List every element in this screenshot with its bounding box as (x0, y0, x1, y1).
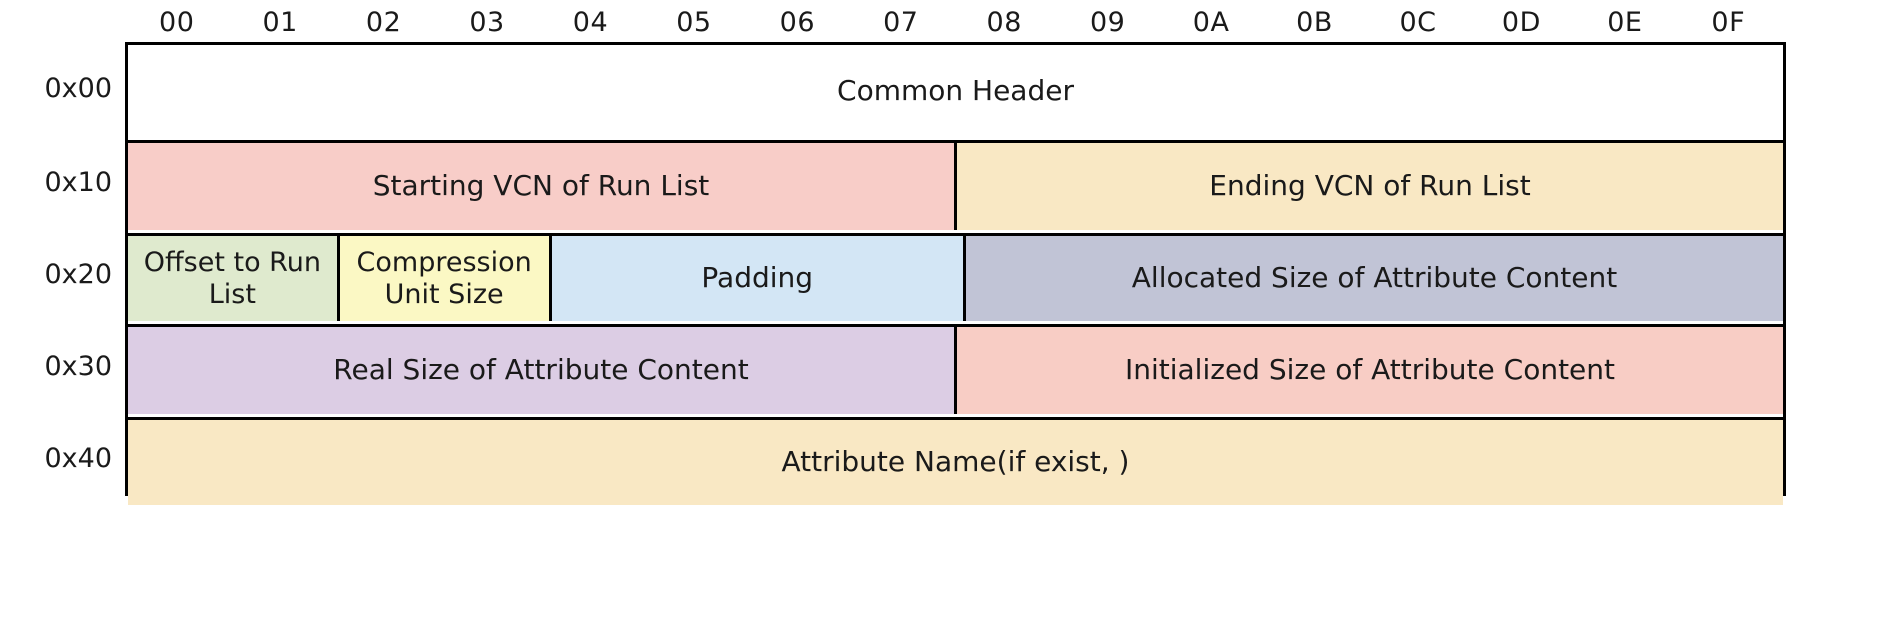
column-header-0B: 0B (1296, 6, 1333, 38)
column-header-09: 09 (1089, 6, 1126, 38)
field-cell-initialized-size-of-attribute-content: Initialized Size of Attribute Content (954, 327, 1783, 414)
column-header-00: 00 (159, 6, 195, 38)
row-label-0x40: 0x40 (44, 442, 112, 474)
column-header-row: 00 01 02 03 04 05 06 07 08 09 0A 0B 0C 0D 0E 0F (125, 2, 1780, 42)
column-header-06: 06 (779, 6, 816, 38)
column-header-01: 01 (262, 6, 298, 38)
column-header-07: 07 (883, 6, 919, 38)
column-header-0A: 0A (1192, 6, 1230, 38)
field-cell-real-size-of-attribute-content: Real Size of Attribute Content (128, 327, 954, 414)
field-cell-ending-vcn-of-run-list: Ending VCN of Run List (954, 143, 1783, 230)
column-header-08: 08 (986, 6, 1022, 38)
grid-row-0x40: Attribute Name(if exist, ) (128, 417, 1783, 505)
field-cell-starting-vcn-of-run-list: Starting VCN of Run List (128, 143, 954, 230)
field-cell-compression-unit-size: Compression Unit Size (336, 236, 549, 321)
row-label-0x10: 0x10 (44, 166, 112, 198)
column-header-0F: 0F (1711, 6, 1746, 38)
field-cell-attribute-nameif-exist: Attribute Name(if exist, ) (128, 420, 1783, 505)
column-header-0C: 0C (1399, 6, 1437, 38)
column-header-05: 05 (676, 6, 712, 38)
grid-row-0x00: Common Header (128, 45, 1783, 137)
row-label-0x00: 0x00 (44, 72, 112, 104)
field-cell-allocated-size-of-attribute-content: Allocated Size of Attribute Content (963, 236, 1783, 321)
field-cell-padding: Padding (548, 236, 963, 321)
column-header-04: 04 (572, 6, 609, 38)
column-header-0D: 0D (1501, 6, 1541, 38)
column-header-02: 02 (365, 6, 402, 38)
column-header-0E: 0E (1607, 6, 1643, 38)
row-label-0x30: 0x30 (44, 350, 112, 382)
row-label-column: 0x00 0x10 0x20 0x30 0x40 (0, 42, 122, 490)
field-cell-offset-to-run-list: Offset to Run List (128, 236, 337, 321)
field-cell-common-header: Common Header (128, 45, 1783, 137)
column-header-03: 03 (469, 6, 505, 38)
row-label-0x20: 0x20 (44, 258, 112, 290)
